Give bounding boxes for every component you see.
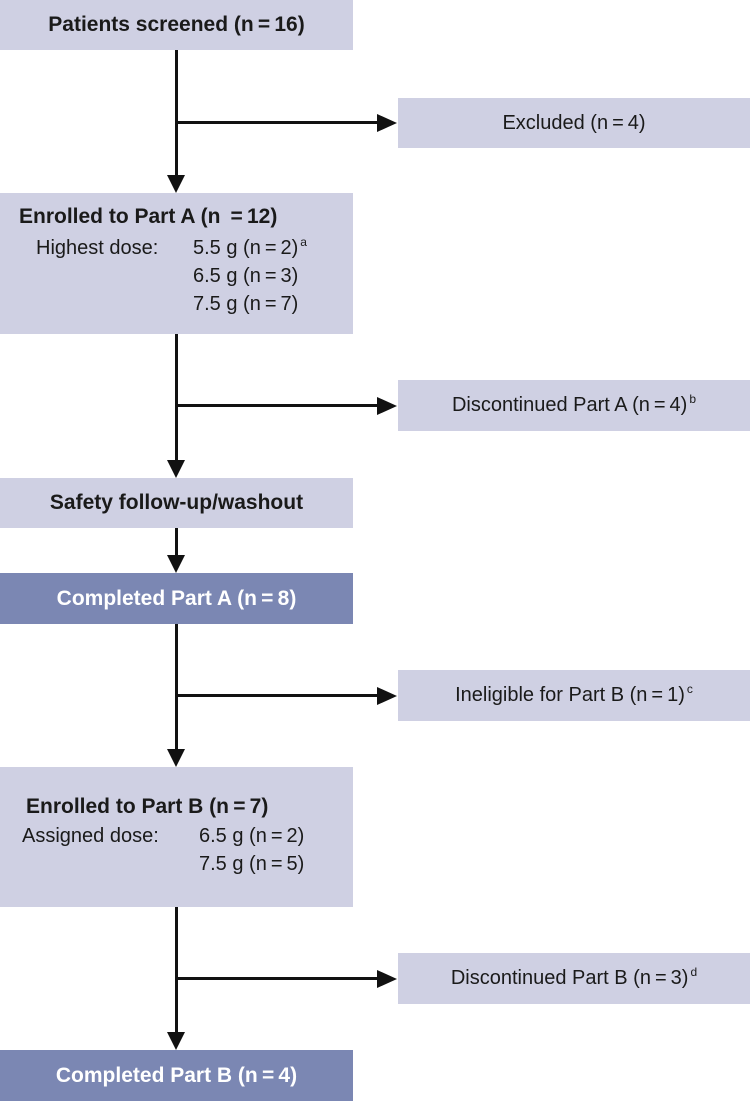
dose-item: 5.5 g (n = 2)a xyxy=(193,235,307,259)
discontinued-part-a-label: Discontinued Part A (n = 4)b xyxy=(451,392,697,416)
highest-dose-label: Highest dose: xyxy=(36,237,159,259)
enrolled-part-a-title: Enrolled to Part A (n = 12) xyxy=(19,205,278,228)
dose-item: 7.5 g (n = 5) xyxy=(199,853,305,875)
enrolled-part-b-box: Enrolled to Part B (n = 7) Assigned dose… xyxy=(0,767,353,907)
discontinued-part-b-label: Discontinued Part B (n = 3)d xyxy=(450,965,698,989)
arrow-right-icon xyxy=(377,396,397,415)
excluded-box: Excluded (n = 4) xyxy=(398,98,750,148)
footnote-a: a xyxy=(300,235,307,250)
arrow-right-icon xyxy=(377,113,397,132)
discontinued-part-a-box: Discontinued Part A (n = 4)b xyxy=(398,380,750,431)
connector-line xyxy=(175,334,178,461)
arrow-down-icon xyxy=(167,1032,185,1050)
enrolled-part-b-title: Enrolled to Part B (n = 7) xyxy=(26,795,269,818)
connector-line xyxy=(175,121,379,124)
arrow-down-icon xyxy=(167,555,185,573)
completed-part-a-label: Completed Part A (n = 8) xyxy=(56,586,297,610)
completed-part-a-box: Completed Part A (n = 8) xyxy=(0,573,353,624)
safety-followup-label: Safety follow-up/washout xyxy=(49,491,304,514)
connector-line xyxy=(175,907,178,1033)
dose-item: 6.5 g (n = 2) xyxy=(199,825,305,847)
connector-line xyxy=(175,50,178,176)
connector-line xyxy=(175,977,379,980)
arrow-down-icon xyxy=(167,175,185,193)
dose-item: 7.5 g (n = 7) xyxy=(193,293,299,315)
arrow-right-icon xyxy=(377,969,397,988)
completed-part-b-label: Completed Part B (n = 4) xyxy=(55,1063,298,1087)
arrow-right-icon xyxy=(377,686,397,705)
footnote-c: c xyxy=(686,682,693,697)
ineligible-part-b-label: Ineligible for Part B (n = 1)c xyxy=(455,682,693,706)
connector-line xyxy=(175,694,379,697)
patients-screened-label: Patients screened (n = 16) xyxy=(48,13,305,36)
dose-item: 6.5 g (n = 3) xyxy=(193,265,299,287)
connector-line xyxy=(175,528,178,556)
connector-line xyxy=(175,624,178,750)
arrow-down-icon xyxy=(167,460,185,478)
patients-screened-box: Patients screened (n = 16) xyxy=(0,0,353,50)
arrow-down-icon xyxy=(167,749,185,767)
safety-followup-box: Safety follow-up/washout xyxy=(0,478,353,528)
connector-line xyxy=(175,404,379,407)
ineligible-part-b-box: Ineligible for Part B (n = 1)c xyxy=(398,670,750,721)
footnote-b: b xyxy=(689,392,697,407)
excluded-label: Excluded (n = 4) xyxy=(502,111,646,134)
assigned-dose-label: Assigned dose: xyxy=(22,825,159,847)
discontinued-part-b-box: Discontinued Part B (n = 3)d xyxy=(398,953,750,1004)
footnote-d: d xyxy=(690,965,698,980)
completed-part-b-box: Completed Part B (n = 4) xyxy=(0,1050,353,1101)
enrolled-part-a-box: Enrolled to Part A (n = 12) Highest dose… xyxy=(0,193,353,334)
